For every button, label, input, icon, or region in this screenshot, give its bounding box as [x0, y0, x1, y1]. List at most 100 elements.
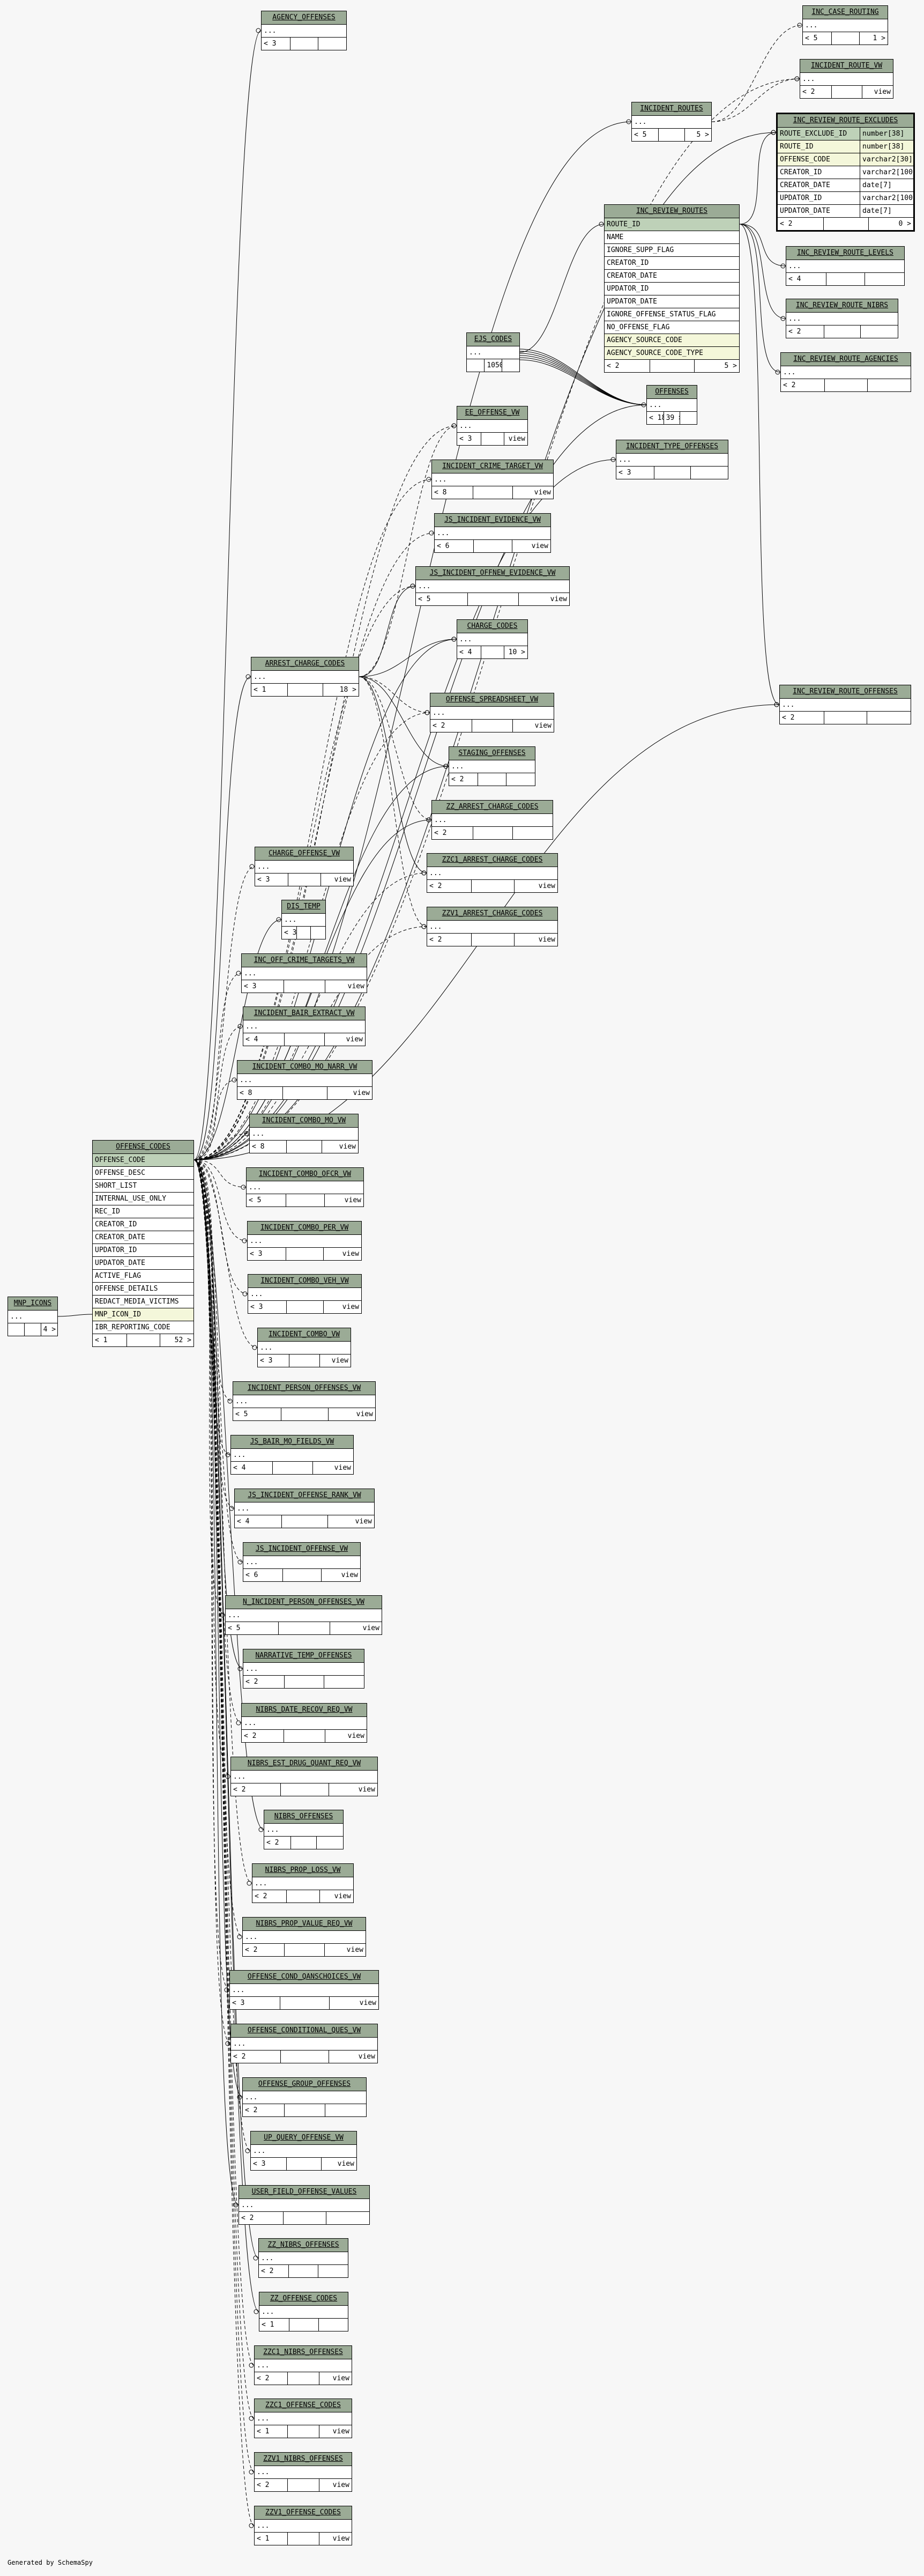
table-title-text[interactable]: JS_INCIDENT_OFFENSE_RANK_VW: [248, 1491, 361, 1499]
column-row[interactable]: ...: [786, 313, 898, 325]
table-title-text[interactable]: INCIDENT_COMBO_VW: [268, 1330, 340, 1338]
column-row[interactable]: ...: [259, 2306, 348, 2319]
table-title[interactable]: INC_OFF_CRIME_TARGETS_VW: [242, 954, 367, 967]
table-title-text[interactable]: CHARGE_CODES: [467, 622, 518, 630]
table-title-text[interactable]: NARRATIVE_TEMP_OFFENSES: [255, 1652, 352, 1660]
table-title[interactable]: INCIDENT_COMBO_OFCR_VW: [247, 1168, 363, 1181]
table-title[interactable]: INCIDENT_COMBO_VEH_VW: [248, 1275, 361, 1288]
table-title-text[interactable]: INCIDENT_CRIME_TARGET_VW: [442, 462, 543, 470]
column-row[interactable]: UPDATOR_DATE: [93, 1257, 193, 1270]
table-title[interactable]: OFFENSES: [647, 386, 697, 399]
table-title-text[interactable]: INC_REVIEW_ROUTE_AGENCIES: [793, 355, 898, 363]
table-narrative-temp-offenses[interactable]: NARRATIVE_TEMP_OFFENSES...< 2: [243, 1649, 364, 1689]
table-title-text[interactable]: JS_INCIDENT_OFFNEW_EVIDENCE_VW: [429, 569, 556, 577]
column-row[interactable]: CREATOR_DATE: [605, 270, 739, 283]
table-title[interactable]: OFFENSE_SPREADSHEET_VW: [430, 693, 554, 707]
column-row[interactable]: ...: [800, 73, 893, 86]
column-row[interactable]: AGENCY_SOURCE_CODE: [605, 334, 739, 347]
table-title-text[interactable]: INCIDENT_COMBO_MO_NARR_VW: [252, 1063, 357, 1071]
table-title[interactable]: ZZ_NIBRS_OFFENSES: [259, 2239, 348, 2252]
table-title[interactable]: OFFENSE_CODES: [93, 1141, 193, 1154]
table-ejs-codes[interactable]: EJS_CODES...1050 >: [466, 332, 520, 372]
column-row[interactable]: ...: [259, 2252, 348, 2265]
table-title-text[interactable]: NIBRS_EST_DRUG_QUANT_REQ_VW: [247, 1759, 361, 1767]
table-title-text[interactable]: UP_QUERY_OFFENSE_VW: [264, 2134, 344, 2142]
table-title[interactable]: EJS_CODES: [467, 333, 519, 346]
column-row[interactable]: ROUTE_ID: [605, 218, 739, 231]
column-row[interactable]: ...: [237, 1074, 372, 1087]
column-row[interactable]: ...: [248, 1235, 361, 1248]
table-title[interactable]: NIBRS_PROP_LOSS_VW: [252, 1864, 353, 1877]
table-title[interactable]: INCIDENT_ROUTE_VW: [800, 60, 893, 73]
table-title[interactable]: INCIDENT_TYPE_OFFENSES: [616, 440, 728, 454]
table-title-text[interactable]: INCIDENT_BAIR_EXTRACT_VW: [254, 1009, 355, 1017]
column-row[interactable]: UPDATOR_ID: [605, 283, 739, 295]
table-title[interactable]: STAGING_OFFENSES: [449, 747, 535, 760]
table-title-text[interactable]: STAGING_OFFENSES: [458, 749, 526, 757]
table-title-text[interactable]: DIS_TEMP: [287, 902, 321, 911]
table-title[interactable]: UP_QUERY_OFFENSE_VW: [251, 2131, 356, 2145]
column-row[interactable]: ...: [243, 1556, 360, 1569]
table-title-text[interactable]: INC_REVIEW_ROUTE_NIBRS: [795, 301, 889, 309]
table-inc-review-route-levels[interactable]: INC_REVIEW_ROUTE_LEVELS...< 4: [786, 246, 905, 286]
table-title-text[interactable]: ARREST_CHARGE_CODES: [265, 660, 345, 668]
table-title[interactable]: INCIDENT_PERSON_OFFENSES_VW: [233, 1382, 375, 1395]
table-title[interactable]: EE_OFFENSE_VW: [457, 406, 527, 420]
table-title-text[interactable]: N_INCIDENT_PERSON_OFFENSES_VW: [243, 1598, 364, 1606]
table-title-text[interactable]: INCIDENT_COMBO_PER_VW: [260, 1224, 349, 1232]
table-title-text[interactable]: ZZC1_NIBRS_OFFENSES: [263, 2348, 343, 2356]
column-row[interactable]: ...: [786, 260, 904, 273]
table-inc-review-route-nibrs[interactable]: INC_REVIEW_ROUTE_NIBRS...< 2: [786, 299, 898, 338]
column-row[interactable]: IBR_REPORTING_CODE: [93, 1321, 193, 1334]
column-row[interactable]: ...: [427, 921, 557, 934]
column-row[interactable]: ...: [243, 1020, 365, 1033]
table-title-text[interactable]: JS_INCIDENT_EVIDENCE_VW: [444, 516, 541, 524]
column-row[interactable]: ...: [258, 1342, 351, 1354]
table-title-text[interactable]: OFFENSES: [655, 388, 689, 396]
table-title[interactable]: JS_INCIDENT_OFFENSE_RANK_VW: [235, 1489, 374, 1502]
table-title-text[interactable]: EE_OFFENSE_VW: [465, 409, 520, 417]
column-row[interactable]: ...: [252, 1877, 353, 1890]
table-title[interactable]: INC_REVIEW_ROUTE_OFFENSES: [780, 685, 911, 699]
table-title-text[interactable]: JS_INCIDENT_OFFENSE_VW: [255, 1545, 348, 1553]
column-row[interactable]: CREATOR_DATE: [93, 1231, 193, 1244]
column-row[interactable]: ...: [647, 399, 697, 412]
table-staging-offenses[interactable]: STAGING_OFFENSES...< 2: [449, 746, 535, 786]
table-title[interactable]: INC_REVIEW_ROUTE_AGENCIES: [781, 353, 911, 366]
column-row[interactable]: ...: [233, 1395, 375, 1408]
table-title-text[interactable]: INC_REVIEW_ROUTE_OFFENSES: [793, 687, 898, 695]
table-user-field-offense-values[interactable]: USER_FIELD_OFFENSE_VALUES...< 2: [239, 2185, 370, 2225]
column-row[interactable]: ...: [264, 1824, 343, 1837]
column-row[interactable]: ...: [781, 366, 911, 379]
table-title-text[interactable]: OFFENSE_CONDITIONAL_QUES_VW: [247, 2026, 361, 2034]
column-row[interactable]: ACTIVE_FLAG: [93, 1270, 193, 1283]
table-title-text[interactable]: OFFENSE_COND_QANSCHOICES_VW: [247, 1973, 361, 1981]
column-row[interactable]: ...: [427, 867, 557, 880]
table-inc-review-route-offenses[interactable]: INC_REVIEW_ROUTE_OFFENSES...< 2: [779, 685, 911, 724]
column-row[interactable]: ...: [255, 2359, 352, 2372]
column-row[interactable]: IGNORE_OFFENSE_STATUS_FLAG: [605, 308, 739, 321]
column-row[interactable]: ...: [251, 2145, 356, 2158]
table-title[interactable]: OFFENSE_GROUP_OFFENSES: [243, 2078, 366, 2091]
column-row[interactable]: AGENCY_SOURCE_CODE_TYPE: [605, 347, 739, 360]
